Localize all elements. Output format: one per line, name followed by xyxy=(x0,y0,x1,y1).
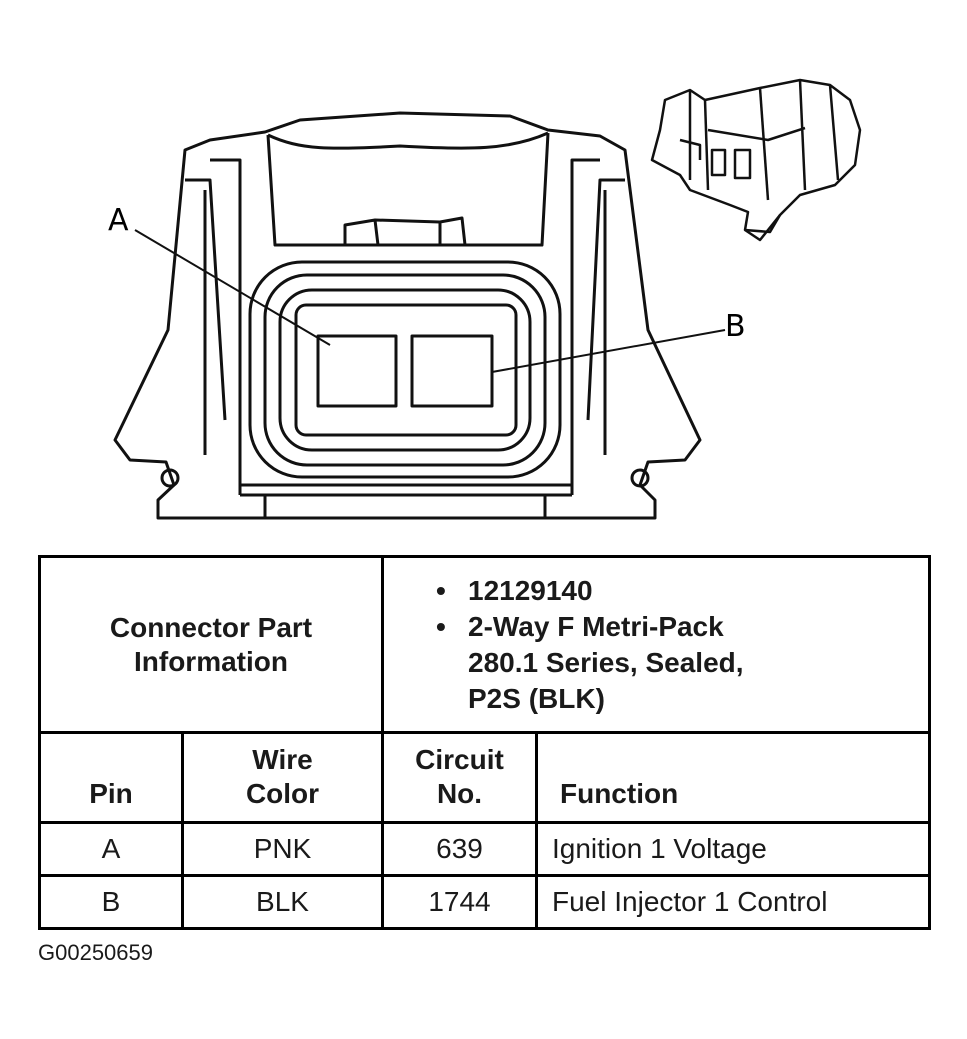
latch-bridge xyxy=(267,131,549,150)
header-wire-color-line: Wire xyxy=(252,744,313,775)
table-row: B BLK 1744 Fuel Injector 1 Control xyxy=(38,874,931,930)
header-wire-color: Wire Color xyxy=(181,731,384,824)
callout-label-a: A xyxy=(108,203,129,238)
cavity-frame xyxy=(294,303,518,437)
cell-pin: A xyxy=(38,821,184,877)
seal-outer xyxy=(248,260,562,479)
connector-part-bullets: 12129140 2-Way F Metri-Pack 280.1 Series… xyxy=(381,555,931,734)
header-circuit-no: Circuit No. xyxy=(381,731,538,824)
bullet-line: 12129140 xyxy=(468,574,593,606)
cell-wire-color: PNK xyxy=(181,821,384,877)
terminal-cavity-b xyxy=(410,334,494,408)
terminal-cavity-a xyxy=(316,334,398,408)
header-pin-text: Pin xyxy=(89,778,133,809)
bullet-line: 280.1 Series, Sealed, xyxy=(468,646,744,678)
connector-perspective-view xyxy=(650,78,862,242)
connector-part-label-line: Connector Part xyxy=(109,611,313,643)
connector-info-table: Connector Part Information 12129140 2-Wa… xyxy=(38,555,931,930)
leader-line-b xyxy=(491,329,726,373)
bullet-item: 2-Way F Metri-Pack 280.1 Series, Sealed,… xyxy=(436,609,928,717)
cell-function: Ignition 1 Voltage xyxy=(535,821,931,877)
connector-face-drawing: A B xyxy=(108,78,862,520)
bullet-line: 2-Way F Metri-Pack xyxy=(468,610,724,642)
figure-id-caption: G00250659 xyxy=(38,940,153,965)
seal-middle xyxy=(263,273,547,467)
cell-circuit-no: 1744 xyxy=(381,874,538,930)
leader-line-a xyxy=(134,229,331,346)
header-wire-color-line: Color xyxy=(245,778,320,809)
header-circuit-no-line: No. xyxy=(436,778,483,809)
connector-part-label-line: Information xyxy=(134,645,288,677)
cell-pin: B xyxy=(38,874,184,930)
connector-diagram: A B xyxy=(108,78,862,520)
header-circuit-no-line: Circuit xyxy=(415,744,504,775)
connector-part-label: Connector Part Information xyxy=(38,555,384,734)
column-header-row: Pin Wire Color Circuit No. Function xyxy=(38,731,931,824)
header-function: Function xyxy=(535,731,931,824)
bullet-item: 12129140 xyxy=(436,573,928,609)
header-pin: Pin xyxy=(38,731,184,824)
callout-label-b: B xyxy=(725,309,746,344)
bullet-line: P2S (BLK) xyxy=(468,682,605,714)
cell-wire-color: BLK xyxy=(181,874,384,930)
connector-part-row: Connector Part Information 12129140 2-Wa… xyxy=(38,555,931,734)
seal-inner xyxy=(278,288,532,452)
header-function-text: Function xyxy=(560,778,679,809)
table-row: A PNK 639 Ignition 1 Voltage xyxy=(38,821,931,877)
cell-circuit-no: 639 xyxy=(381,821,538,877)
cell-function: Fuel Injector 1 Control xyxy=(535,874,931,930)
connector-housing-outline xyxy=(113,111,702,520)
